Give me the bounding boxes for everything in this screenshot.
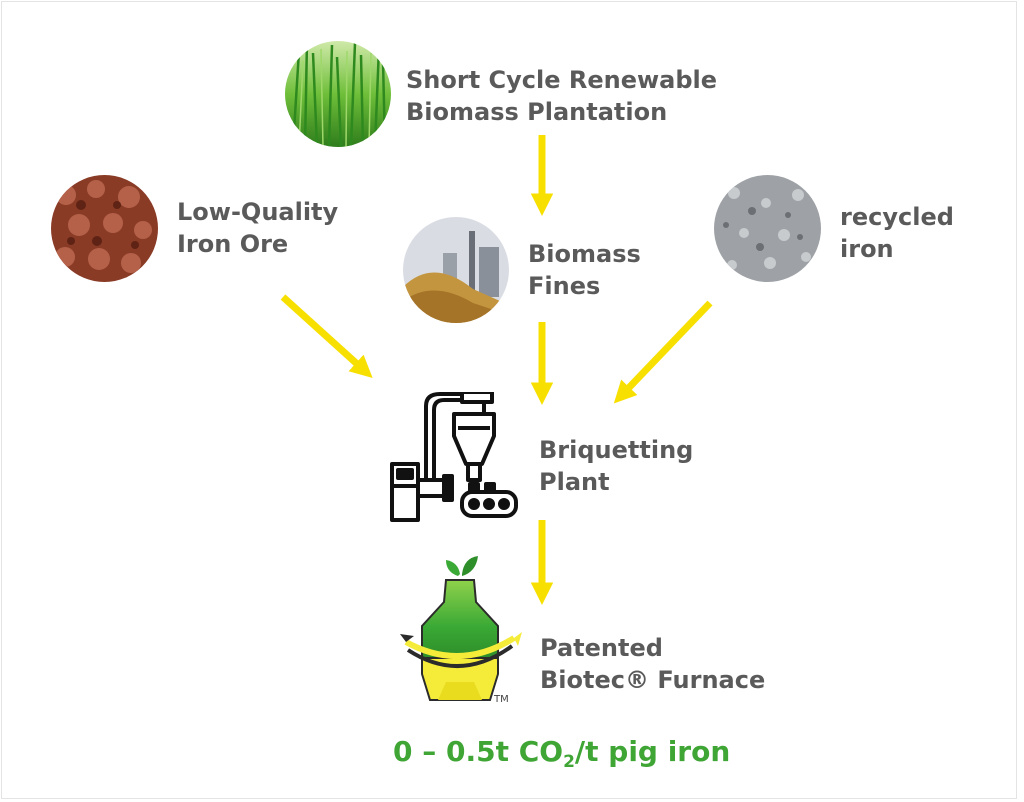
iron-ore-label: Low-Quality Iron Ore [177, 196, 338, 260]
emissions-part2: /t pig iron [574, 735, 731, 768]
plantation-label: Short Cycle Renewable Biomass Plantation [406, 64, 717, 128]
plantation-label-line2: Biomass Plantation [406, 98, 668, 126]
gravel-photo [714, 175, 821, 282]
briquetting-label: Briquetting Plant [539, 434, 693, 498]
biomass-fines-label-line2: Fines [528, 272, 601, 300]
biotec-furnace-icon [398, 550, 522, 706]
trademark-mark: TM [494, 694, 509, 705]
plantation-label-line1: Short Cycle Renewable [406, 66, 718, 94]
furnace-label: Patented Biotec® Furnace [540, 632, 765, 696]
recycled-label-line1: recycled [840, 203, 954, 231]
recycled-label-line2: iron [840, 235, 894, 263]
emissions-part1: 0 – 0.5t CO [393, 735, 564, 768]
furnace-label-line2: Biotec® Furnace [540, 666, 766, 694]
briquetting-label-line1: Briquetting [539, 436, 694, 464]
grass-photo [285, 41, 391, 147]
furnace-label-line1: Patented [540, 634, 663, 662]
iron-ore-label-line1: Low-Quality [177, 198, 339, 226]
biomass-fines-label-line1: Biomass [528, 240, 641, 268]
briquetting-plant-icon [388, 392, 520, 524]
iron-ore-label-line2: Iron Ore [177, 230, 289, 258]
biomass-fines-label: Biomass Fines [528, 238, 641, 302]
wood-chips-photo [403, 217, 509, 323]
emissions-subscript: 2 [563, 752, 575, 772]
briquetting-label-line2: Plant [539, 468, 610, 496]
emissions-footer: 0 – 0.5t CO2/t pig iron [393, 734, 733, 772]
iron-ore-photo [51, 175, 158, 282]
recycled-label: recycled iron [840, 201, 954, 265]
